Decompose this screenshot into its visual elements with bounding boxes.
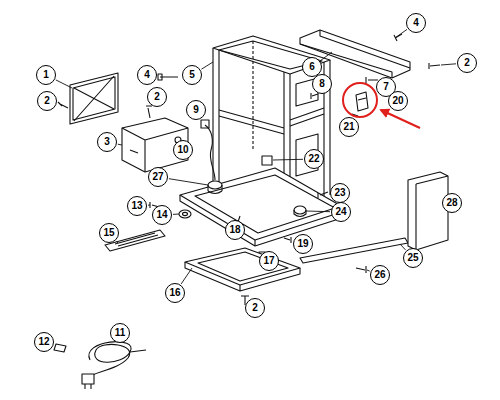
callout-circle: 19 <box>293 234 313 254</box>
callout-number: 16 <box>169 288 180 298</box>
leader-line <box>441 64 456 65</box>
callout-circle: 15 <box>99 223 119 243</box>
callout-circle: 26 <box>370 265 390 285</box>
callout-circle: 4 <box>406 13 426 33</box>
leader-line <box>395 29 407 38</box>
callout-circle: 8 <box>312 74 332 94</box>
leader-line <box>321 52 332 60</box>
callout-number: 2 <box>252 303 258 313</box>
callout-circle: 1 <box>36 65 56 85</box>
callout-number: 25 <box>407 253 418 263</box>
leader-line <box>173 214 179 215</box>
callout-number: 23 <box>334 188 345 198</box>
callout-circle: 16 <box>165 283 185 303</box>
callout-circle: 25 <box>403 248 423 268</box>
callout-number: 2 <box>464 58 470 68</box>
leader-line <box>181 268 192 284</box>
callout-number: 12 <box>38 337 49 347</box>
callout-number: 26 <box>374 270 385 280</box>
callout-number: 8 <box>319 79 325 89</box>
callout-number: 20 <box>392 96 403 106</box>
leader-line <box>400 244 406 250</box>
callout-circle: 2 <box>37 91 57 111</box>
leader-line <box>148 205 150 206</box>
callout-number: 19 <box>297 239 308 249</box>
callout-number: 9 <box>193 105 199 115</box>
leader-line <box>306 211 330 213</box>
callout-circle: 5 <box>182 65 202 85</box>
callout-number: 10 <box>177 145 188 155</box>
callout-circle: 17 <box>259 251 279 271</box>
callout-number: 3 <box>104 137 110 147</box>
callout-circle: 21 <box>339 117 359 137</box>
callout-circle: 3 <box>97 132 117 152</box>
callout-circle: 18 <box>225 220 245 240</box>
callout-circle: 24 <box>331 202 351 222</box>
leader-line <box>367 270 370 271</box>
callout-number: 13 <box>131 201 142 211</box>
callout-number: 18 <box>229 225 240 235</box>
callout-number: 2 <box>154 92 160 102</box>
callout-circle: 11 <box>110 323 130 343</box>
callout-circle: 2 <box>457 53 477 73</box>
leader-line <box>56 80 72 88</box>
callout-circle: 2 <box>245 298 265 318</box>
callout-number: 4 <box>413 18 419 28</box>
callout-circle: 13 <box>127 196 147 216</box>
callout-number: 1 <box>43 70 49 80</box>
callout-number: 27 <box>152 172 163 182</box>
callout-circle: 28 <box>442 193 462 213</box>
callout-number: 22 <box>308 154 319 164</box>
callout-number: 17 <box>263 256 274 266</box>
callout-number: 15 <box>103 228 114 238</box>
callout-circle: 23 <box>330 183 350 203</box>
leader-line <box>118 144 122 146</box>
callout-number: 7 <box>383 82 389 92</box>
callout-number: 21 <box>343 122 354 132</box>
leader-line <box>201 62 213 69</box>
leader-line <box>116 241 118 243</box>
callout-number: 28 <box>446 198 457 208</box>
callout-number: 2 <box>44 96 50 106</box>
callout-circle: 27 <box>148 167 168 187</box>
callout-circle: 22 <box>304 149 324 169</box>
callout-circle: 9 <box>186 100 206 120</box>
callout-number: 24 <box>335 207 346 217</box>
callout-circle: 2 <box>147 87 167 107</box>
leader-line <box>169 179 208 185</box>
callout-number: 5 <box>189 70 195 80</box>
callout-circle: 4 <box>137 65 157 85</box>
callout-circle: 14 <box>152 205 172 225</box>
callout-number: 4 <box>144 70 150 80</box>
callout-circle: 12 <box>34 332 54 352</box>
callout-number: 6 <box>309 62 315 72</box>
callout-number: 11 <box>115 328 126 338</box>
callout-circle: 20 <box>388 91 408 111</box>
callout-circle: 10 <box>173 140 193 160</box>
leader-line <box>273 159 303 161</box>
callout-number: 14 <box>156 210 167 220</box>
